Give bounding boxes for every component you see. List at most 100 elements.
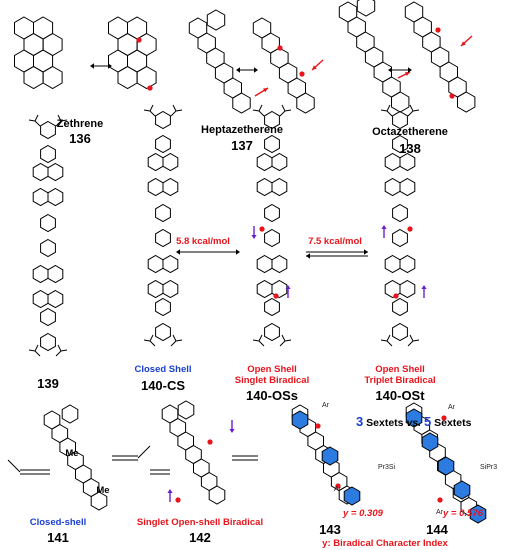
sextet-ring-144 bbox=[437, 456, 455, 476]
compound-140oss-core bbox=[256, 279, 273, 299]
compound-139-core bbox=[32, 289, 49, 309]
open-shell-triplet-line2: Triplet Biradical bbox=[364, 375, 436, 386]
compound-140oss-ipr-b bbox=[281, 104, 286, 112]
sextet-ring-143 bbox=[321, 446, 339, 466]
compound-139-ipr-c bbox=[60, 349, 68, 352]
compound-141-cap bbox=[61, 404, 79, 424]
compound-139-core bbox=[47, 162, 64, 182]
compound-141-ring bbox=[90, 491, 108, 511]
compound-140ost-ipr-a bbox=[386, 110, 393, 117]
compound-139-core bbox=[40, 238, 56, 258]
sextet-ring-143 bbox=[291, 410, 309, 430]
radical-dot bbox=[147, 85, 153, 91]
compound-139-ipr-a bbox=[34, 350, 41, 357]
equilibrium-head bbox=[306, 253, 310, 259]
equilibrium-head bbox=[364, 249, 368, 255]
compound-140cs-ipr-c bbox=[143, 339, 151, 342]
compound-140oss-core bbox=[256, 152, 273, 172]
compound-139-aryl-bottom bbox=[40, 332, 56, 352]
heptazethrene-137-open-ring bbox=[296, 92, 315, 114]
ar-144-top: Ar bbox=[448, 404, 455, 411]
ar-143-top: Ar bbox=[322, 402, 329, 409]
compound-140ost-ipr-a bbox=[386, 340, 393, 347]
heptazethrene-cap bbox=[206, 9, 226, 31]
compound-140cs-core bbox=[155, 228, 171, 248]
compound-140cs-core bbox=[162, 177, 179, 197]
singlet-biradical-142-label: Singlet Open-shell Biradical bbox=[136, 517, 264, 528]
compound-139-core bbox=[32, 187, 49, 207]
compound-140oss-ipr-b bbox=[258, 334, 263, 342]
compound-140ost-ipr-c bbox=[412, 339, 420, 342]
radical-dot bbox=[335, 483, 341, 489]
radical-dot bbox=[407, 226, 413, 232]
compound-140ost-aryl-bottom bbox=[392, 322, 408, 342]
compound-140cs-number: 140-CS bbox=[140, 378, 186, 393]
tips-group bbox=[137, 445, 151, 459]
compound-139-ipr-b bbox=[57, 344, 62, 352]
compound-139-ipr-a bbox=[34, 120, 41, 127]
spin-arrow-up-head bbox=[285, 285, 291, 289]
resonance-arrow-136-head-right bbox=[108, 63, 112, 69]
octazethrene-cap bbox=[356, 0, 376, 17]
compound-140oss-ipr-c bbox=[252, 109, 260, 112]
compound-144-ring bbox=[460, 496, 478, 517]
compound-140cs-core bbox=[147, 152, 164, 172]
compound-139-ipr-a bbox=[55, 350, 62, 357]
resonance-arrow-137-head-left bbox=[236, 67, 240, 73]
energy-gap-left: 5.8 kcal/mol bbox=[176, 236, 230, 247]
heptazethrene-number: 137 bbox=[231, 138, 253, 153]
compound-143-number: 143 bbox=[319, 522, 341, 537]
sextet-ring-143 bbox=[343, 486, 361, 506]
compound-140cs-ipr-a bbox=[170, 340, 177, 347]
compound-140ost-core bbox=[399, 177, 416, 197]
compound-140cs-ipr-a bbox=[170, 110, 177, 117]
compound-140oss-imide-bottom bbox=[264, 297, 280, 317]
sextet-ring-144 bbox=[469, 504, 487, 524]
compound-140ost-ipr-a bbox=[407, 110, 414, 117]
open-shell-triplet-line1: Open Shell bbox=[375, 364, 425, 375]
radical-dot bbox=[435, 27, 441, 33]
closed-shell-label: Closed Shell bbox=[134, 364, 192, 375]
red-arrow-head bbox=[405, 72, 410, 76]
open-shell-singlet-line2: Singlet Biradical bbox=[234, 375, 310, 386]
compound-140ost-aryl-top bbox=[392, 110, 408, 130]
compound-140cs-ipr-b bbox=[172, 104, 177, 112]
sextet-left-word: Sextets bbox=[363, 417, 407, 429]
compound-140oss-ipr-a bbox=[258, 340, 265, 347]
compound-140ost-imide-top bbox=[392, 134, 408, 154]
resonance-arrow-cs-oss-head-right bbox=[236, 249, 240, 255]
compound-139-ipr-a bbox=[55, 120, 62, 127]
octazethrene-138-open-ring bbox=[457, 91, 476, 113]
sextet-comparison: 3 Sextets vs. 5 Sextets bbox=[356, 414, 471, 429]
compound-139-core bbox=[32, 264, 49, 284]
compound-140cs-ipr-c bbox=[175, 109, 183, 112]
red-arrow-head bbox=[461, 41, 466, 46]
spin-arrow-magenta-head bbox=[229, 429, 235, 433]
compound-139-core bbox=[47, 264, 64, 284]
compound-139-ipr-c bbox=[28, 349, 36, 352]
tips-left-144: Pr3Si bbox=[378, 464, 396, 471]
compound-140oss-number: 140-OSs bbox=[245, 388, 299, 403]
sextet-left-number: 3 bbox=[356, 414, 364, 429]
compound-140oss-ipr-c bbox=[284, 339, 292, 342]
resonance-arrow-cs-oss-head-left bbox=[176, 249, 180, 255]
compound-140cs-imide-bottom bbox=[155, 297, 171, 317]
sextet-ring-144 bbox=[421, 432, 439, 452]
compound-140oss-core bbox=[264, 228, 280, 248]
compound-141-number: 141 bbox=[47, 530, 69, 545]
compound-140oss-core bbox=[271, 254, 288, 274]
ar-144-bottom: Ar bbox=[436, 509, 443, 516]
compound-139-core bbox=[47, 187, 64, 207]
zethrene-136-open-bottom-ring bbox=[136, 65, 157, 90]
compound-140cs-core bbox=[147, 177, 164, 197]
compound-140ost-core bbox=[384, 177, 401, 197]
compound-140cs-ipr-c bbox=[143, 109, 151, 112]
compound-140oss-aryl-top bbox=[264, 110, 280, 130]
energy-gap-right: 7.5 kcal/mol bbox=[308, 236, 362, 247]
spin-arrow-magenta-head bbox=[167, 489, 173, 493]
compound-140cs-core bbox=[162, 254, 179, 274]
resonance-arrow-137-head-right bbox=[254, 67, 258, 73]
red-arrow-head bbox=[312, 65, 317, 70]
compound-139-core bbox=[47, 289, 64, 309]
radical-dot bbox=[393, 293, 399, 299]
